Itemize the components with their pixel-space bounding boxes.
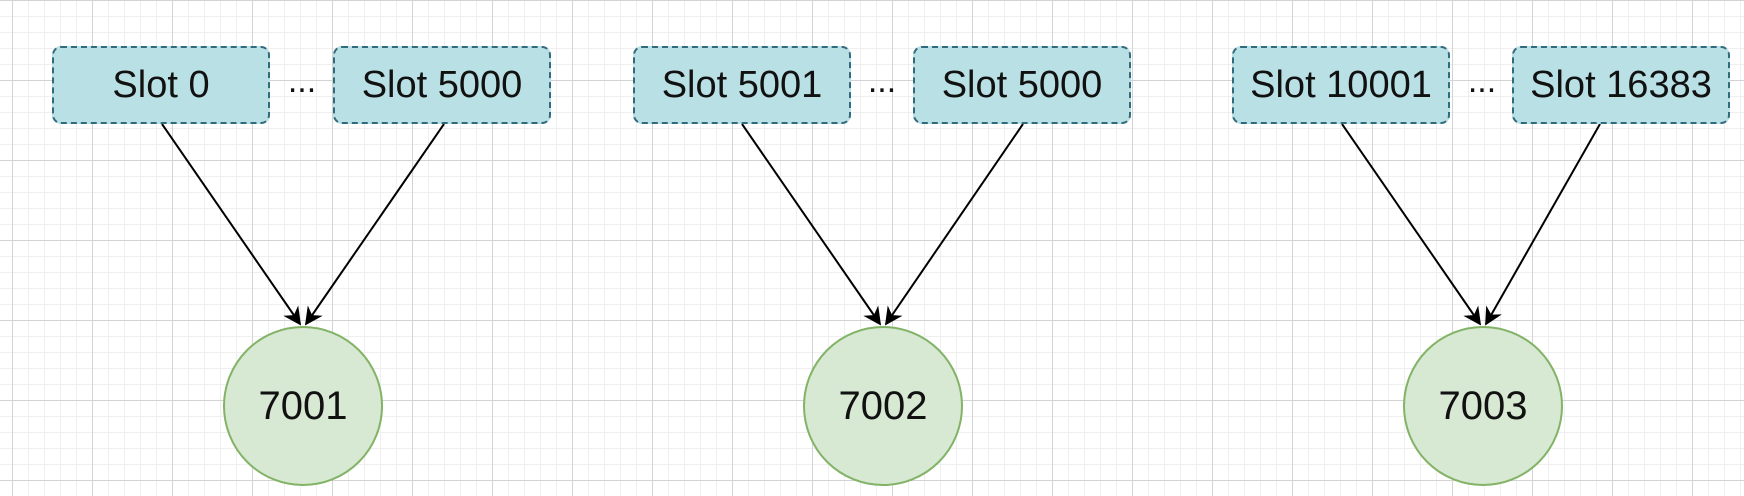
slot-box[interactable]: Slot 5001: [633, 46, 851, 124]
slot-box[interactable]: Slot 10001: [1232, 46, 1450, 124]
slot-box[interactable]: Slot 5000: [913, 46, 1131, 124]
ellipsis: ...: [867, 62, 897, 100]
edge-slot-5001-to-7002: [741, 123, 882, 326]
edge-slot-10001-to-7003: [1341, 123, 1482, 326]
slot-box[interactable]: Slot 0: [52, 46, 270, 124]
slot-box[interactable]: Slot 5000: [333, 46, 551, 124]
edge-slot-16383-to-7003: [1485, 123, 1601, 326]
node-circle[interactable]: 7002: [803, 326, 963, 486]
edge-slot-5000b-to-7002: [884, 123, 1024, 326]
node-circle[interactable]: 7003: [1403, 326, 1563, 486]
edge-slot-5000-to-7001: [304, 123, 445, 326]
slot-box[interactable]: Slot 16383: [1512, 46, 1730, 124]
edge-slot-0-to-7001: [161, 123, 302, 326]
ellipsis: ...: [287, 62, 317, 100]
node-circle[interactable]: 7001: [223, 326, 383, 486]
ellipsis: ...: [1467, 62, 1497, 100]
